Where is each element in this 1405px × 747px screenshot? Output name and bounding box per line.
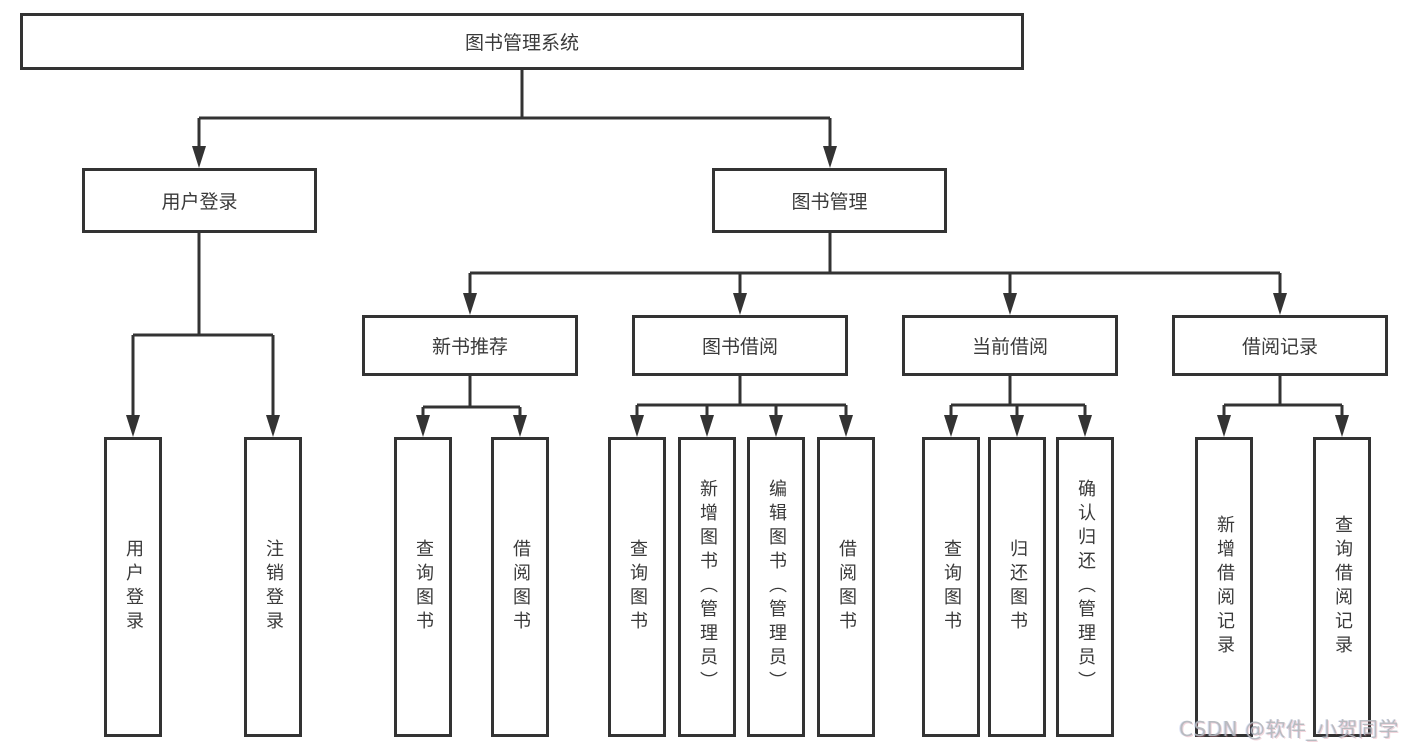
leaf-query-borrow-record: 查询借阅记录 [1313,437,1371,737]
leaf-confirm-return-admin: 确认归还（管理员） [1056,437,1114,737]
leaf-return-books: 归还图书 [988,437,1046,737]
leaf-borrow-query-books: 查询图书 [608,437,666,737]
node-borrow-records-label: 借阅记录 [1241,336,1318,358]
connector-borrow-to-leaves [635,376,848,419]
node-new-book-recommend-label: 新书推荐 [431,336,508,358]
leaf-current-query-books-label: 查询图书 [941,539,962,635]
leaf-newbook-borrow-books: 借阅图书 [491,437,549,737]
node-user-login: 用户登录 [82,168,317,233]
node-new-book-recommend: 新书推荐 [362,315,578,376]
connector-current-to-leaves [949,376,1087,419]
leaf-newbook-query-books: 查询图书 [394,437,452,737]
connector-root-to-level1 [197,69,832,150]
connector-records-to-leaves [1222,376,1344,419]
node-user-login-label: 用户登录 [161,191,238,213]
leaf-borrow-books: 借阅图书 [817,437,875,737]
leaf-newbook-borrow-books-label: 借阅图书 [510,539,531,635]
leaf-confirm-return-admin-label: 确认归还（管理员） [1075,479,1096,695]
node-library-system: 图书管理系统 [20,13,1024,70]
connector-bookmgmt-to-level2 [468,233,1282,297]
node-borrow-records: 借阅记录 [1172,315,1388,376]
node-book-management-label: 图书管理 [791,191,868,213]
leaf-borrow-query-books-label: 查询图书 [627,539,648,635]
leaf-logout-label: 注销登录 [263,539,284,635]
node-book-borrow: 图书借阅 [632,315,848,376]
leaf-current-query-books: 查询图书 [922,437,980,737]
leaf-add-borrow-record-label: 新增借阅记录 [1214,515,1235,659]
leaf-user-login-label: 用户登录 [123,539,144,635]
leaf-newbook-query-books-label: 查询图书 [413,539,434,635]
arrowheads [126,146,1349,437]
node-library-system-label: 图书管理系统 [464,32,579,54]
node-book-borrow-label: 图书借阅 [701,336,778,358]
leaf-logout: 注销登录 [244,437,302,737]
node-current-borrow-label: 当前借阅 [971,336,1048,358]
csdn-watermark: CSDN @软件_小贺同学 [1179,717,1399,741]
node-book-management: 图书管理 [712,168,947,233]
leaf-add-book-admin-label: 新增图书（管理员） [697,479,718,695]
leaf-add-book-admin: 新增图书（管理员） [678,437,736,737]
leaf-edit-book-admin-label: 编辑图书（管理员） [766,479,787,695]
connector-newbook-to-leaves [421,376,522,419]
node-current-borrow: 当前借阅 [902,315,1118,376]
leaf-return-books-label: 归还图书 [1007,539,1028,635]
connector-userlogin-to-leaves [131,233,275,419]
leaf-borrow-books-label: 借阅图书 [836,539,857,635]
leaf-add-borrow-record: 新增借阅记录 [1195,437,1253,737]
leaf-edit-book-admin: 编辑图书（管理员） [747,437,805,737]
leaf-user-login: 用户登录 [104,437,162,737]
leaf-query-borrow-record-label: 查询借阅记录 [1332,515,1353,659]
